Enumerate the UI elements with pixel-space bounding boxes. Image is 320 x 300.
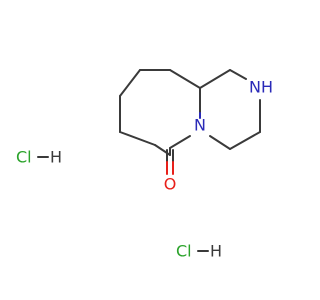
bond: [229, 131, 261, 150]
bond: [169, 69, 201, 89]
hydrogen-label: H: [210, 242, 222, 261]
bond: [119, 131, 156, 146]
chlorine-label: Cl: [176, 242, 192, 261]
nitrogen-label: N: [194, 116, 206, 135]
chlorine-label: Cl: [16, 148, 32, 167]
structure-diagram: N NH O Cl H Cl H: [16, 69, 273, 261]
bond: [229, 69, 247, 80]
bond: [119, 69, 141, 97]
oxygen-label: O: [164, 175, 177, 194]
bond: [169, 135, 191, 149]
amine-label: NH: [249, 78, 273, 97]
bond: [199, 69, 231, 89]
hydrogen-label: H: [50, 148, 62, 167]
bond: [209, 135, 231, 150]
